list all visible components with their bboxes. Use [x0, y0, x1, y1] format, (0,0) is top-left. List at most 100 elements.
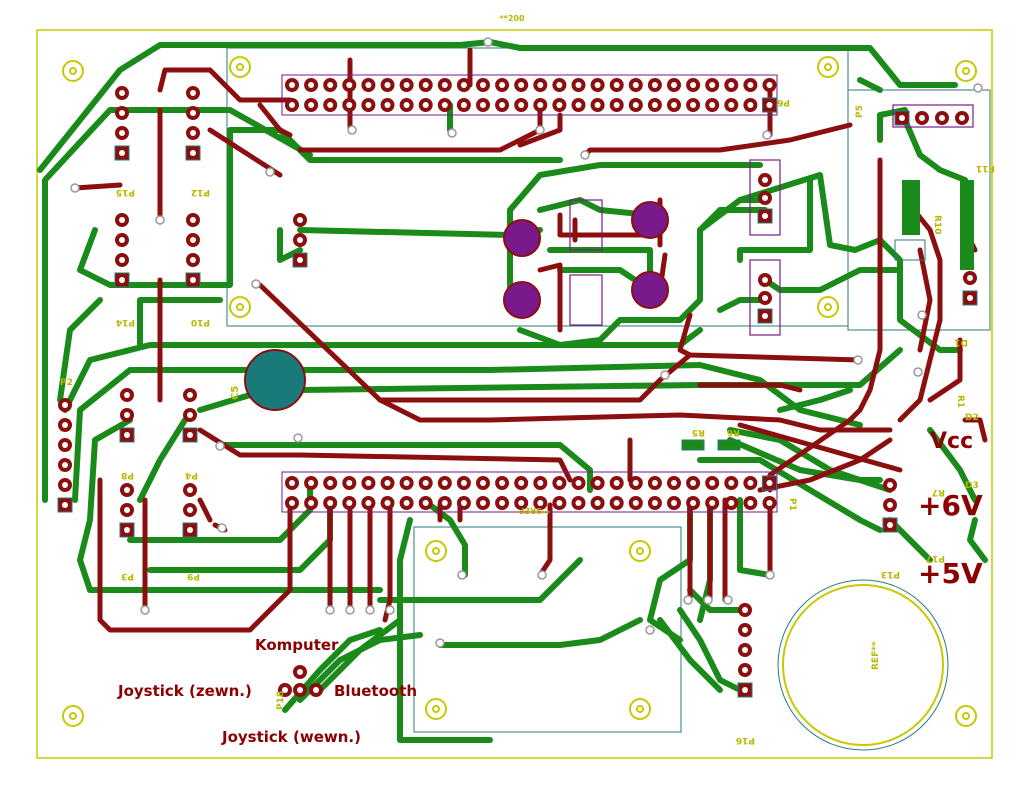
pad [686, 476, 701, 490]
pad [185, 272, 201, 288]
pad [418, 78, 433, 92]
pad [185, 145, 201, 161]
pad [590, 98, 605, 112]
pad [883, 498, 897, 512]
via [155, 215, 165, 225]
via [535, 125, 545, 135]
pad [552, 496, 567, 510]
pad [724, 476, 739, 490]
label-bluetooth: Bluetooth [334, 682, 417, 700]
label-joystick-wewn: Joystick (wewn.) [221, 728, 361, 746]
pad [115, 106, 129, 120]
mounting-hole [817, 296, 839, 318]
pad [762, 496, 777, 510]
ref-p15: P15 [116, 187, 135, 197]
pad [186, 233, 200, 247]
label-plus6v: +6V [918, 489, 983, 522]
pad [476, 476, 490, 490]
ref-battery: REF** [871, 641, 881, 670]
pad [418, 98, 433, 112]
capacitor-c5 [244, 349, 306, 411]
pad [738, 663, 752, 677]
mounting-hole [229, 296, 251, 318]
pad [304, 78, 319, 92]
pad [323, 78, 338, 92]
pad [285, 78, 299, 92]
pad [342, 496, 357, 510]
pad [963, 271, 977, 285]
via [140, 605, 150, 615]
label-joystick-zewn: Joystick (zewn.) [117, 682, 252, 700]
pad [186, 213, 200, 227]
pad [571, 476, 586, 490]
ref-r7: R7 [932, 487, 945, 497]
pad [758, 291, 772, 305]
top-ref-label: **200 [499, 14, 525, 23]
via [765, 570, 775, 580]
pad [647, 476, 662, 490]
ref-p4: P4 [185, 470, 198, 480]
pad [437, 98, 452, 112]
pad [743, 476, 758, 490]
pad [762, 475, 777, 491]
ref-p17: P17 [926, 553, 945, 563]
battery-holder-outline [782, 584, 944, 746]
ref-p2: P2 [60, 378, 73, 388]
via [723, 595, 733, 605]
pad [628, 476, 643, 490]
via [217, 523, 227, 533]
via [645, 625, 655, 635]
pad [361, 496, 376, 510]
ref-d1: D1 [954, 337, 968, 347]
pad [705, 98, 720, 112]
pad [705, 476, 720, 490]
pad [571, 496, 586, 510]
ref-p14: P14 [116, 317, 135, 327]
pad [476, 78, 490, 92]
pad [323, 496, 338, 510]
pad [342, 476, 357, 490]
label-vcc: Vcc [930, 429, 973, 454]
pad [894, 110, 910, 126]
ref-p12: P12 [191, 187, 210, 197]
via [265, 167, 275, 177]
pad [495, 476, 510, 490]
via [215, 441, 225, 451]
connector-labels: Komputer Joystick (zewn.) Bluetooth Joys… [117, 429, 983, 746]
pad [115, 233, 129, 247]
pad [293, 233, 307, 247]
pad [183, 408, 197, 422]
ref-p8: P8 [121, 470, 134, 480]
mounting-hole [629, 698, 651, 720]
header-p1 [281, 471, 778, 513]
capacitor-c2 [503, 281, 541, 319]
pad [935, 111, 949, 125]
pad [361, 78, 376, 92]
via [580, 150, 590, 160]
pad [120, 483, 134, 497]
pad [304, 98, 319, 112]
via [435, 638, 445, 648]
pad [667, 78, 681, 92]
pad [609, 476, 624, 490]
ref-p1: P1 [787, 498, 797, 511]
pad [418, 496, 433, 510]
pad [399, 496, 414, 510]
mounting-hole [955, 60, 977, 82]
pad [58, 438, 72, 452]
pad [456, 98, 471, 112]
pad [418, 476, 433, 490]
resistors-r5-r6 [681, 439, 741, 451]
pad [962, 290, 978, 306]
vias [70, 37, 983, 648]
pad [293, 683, 307, 697]
pad [590, 476, 605, 490]
pad [724, 98, 739, 112]
pad [380, 78, 395, 92]
pad [380, 496, 395, 510]
pad [647, 98, 662, 112]
regulator-components [569, 104, 974, 336]
pad [58, 458, 72, 472]
mounting-hole [425, 698, 447, 720]
